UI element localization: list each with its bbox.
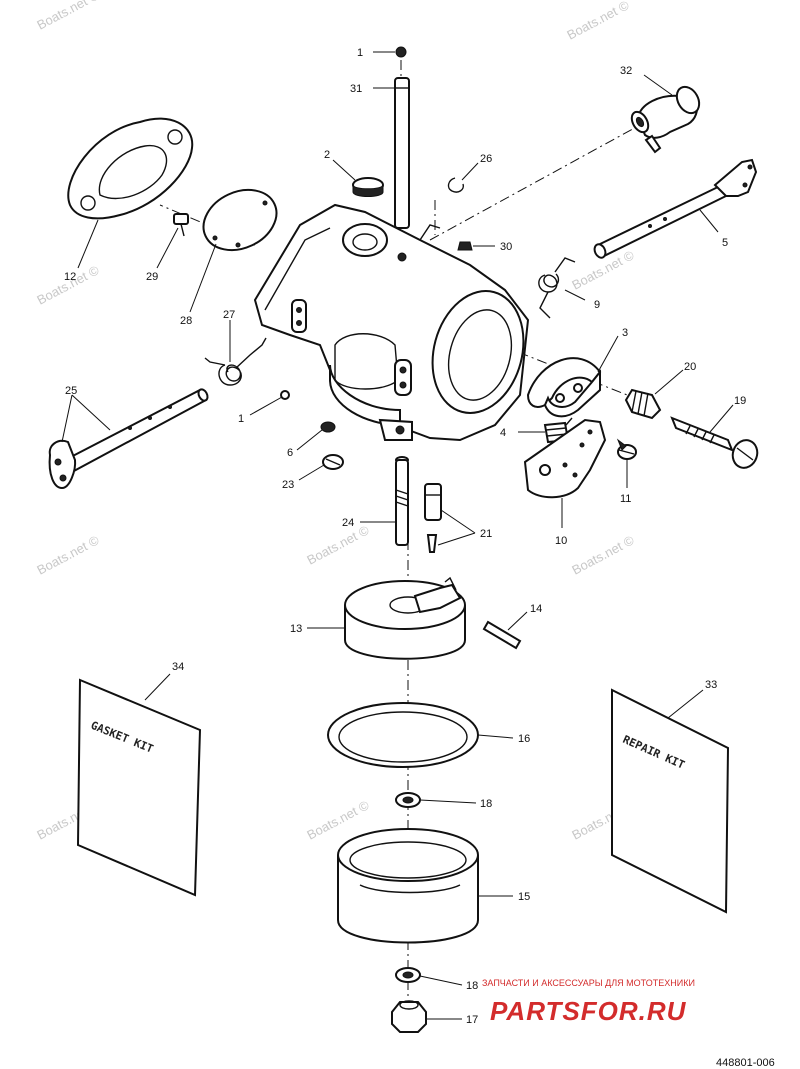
callout-21: 21 (480, 528, 492, 540)
callout-32: 32 (620, 65, 632, 77)
needle-valve-part-21 (424, 483, 442, 553)
watermark: Boats.net © (34, 262, 102, 307)
callout-29: 29 (146, 271, 158, 283)
partsfor-branding: ЗАПЧАСТИ И АКСЕССУАРЫ ДЛЯ МОТОТЕХНИКИ PA… (482, 978, 695, 1026)
callout-14: 14 (530, 603, 542, 615)
carburetor-body (253, 203, 530, 442)
float-bowl-part-15 (337, 828, 479, 944)
callout-18-upper: 18 (480, 798, 492, 810)
watermark: Boats.net © (569, 532, 637, 577)
mixture-screw-part-19 (670, 416, 759, 469)
jet-tube-part-24 (395, 456, 409, 546)
brand-name: PARTSFOR.RU (490, 996, 687, 1026)
callout-17: 17 (466, 1014, 478, 1026)
spring-part-9 (538, 257, 576, 319)
callout-19: 19 (734, 395, 746, 407)
callout-9: 9 (594, 299, 600, 311)
callout-labels: 1 31 32 2 26 12 29 30 5 9 28 27 3 20 25 … (64, 47, 746, 1026)
shutter-plate-part-3 (526, 357, 602, 418)
rod-part-31 (394, 77, 410, 229)
callout-20: 20 (684, 361, 696, 373)
leader-lines (61, 51, 734, 1020)
screw-part-23 (322, 454, 344, 470)
callout-25: 25 (65, 385, 77, 397)
clip-part-26 (447, 177, 465, 193)
callout-24: 24 (342, 517, 354, 529)
callout-16: 16 (518, 733, 530, 745)
elbow-fitting-part-32 (630, 85, 701, 154)
callout-10: 10 (555, 535, 567, 547)
callout-31: 31 (350, 83, 362, 95)
lever-plate-part-10 (523, 418, 607, 499)
callout-27: 27 (223, 309, 235, 321)
callout-28: 28 (180, 315, 192, 327)
watermark: Boats.net © (34, 0, 102, 33)
callout-30: 30 (500, 241, 512, 253)
callout-3: 3 (622, 327, 628, 339)
callout-2: 2 (324, 149, 330, 161)
callout-11: 11 (620, 493, 631, 505)
callout-4: 4 (500, 427, 506, 439)
figure-number: 448801-006 (716, 1057, 775, 1069)
bowl-gasket-part-16 (327, 702, 479, 768)
washer-part-18-upper (395, 792, 421, 808)
callout-34: 34 (172, 661, 184, 673)
washer-part-18-lower (395, 967, 421, 983)
spring-part-20 (624, 388, 662, 420)
callout-18-lower: 18 (466, 980, 478, 992)
diaphragm-part-28 (202, 188, 278, 252)
brand-tagline: ЗАПЧАСТИ И АКСЕССУАРЫ ДЛЯ МОТОТЕХНИКИ (482, 978, 695, 988)
screw-part-29 (173, 213, 189, 237)
watermark: Boats.net © (304, 522, 372, 567)
cap-part-1-top (395, 46, 407, 58)
screw-part-11 (616, 438, 637, 460)
callout-5: 5 (722, 237, 728, 249)
watermark: Boats.net © (34, 532, 102, 577)
repair-kit-part-33: REPAIR KIT (611, 688, 730, 914)
watermark: Boats.net © (564, 0, 632, 43)
cap-part-1-lower (280, 390, 290, 400)
spring-part-27 (204, 337, 267, 386)
screw-part-30 (457, 241, 473, 251)
nut-part-17 (391, 1000, 427, 1033)
callout-26: 26 (480, 153, 492, 165)
flange-gasket-part-12 (67, 117, 194, 220)
pin-part-14 (482, 620, 522, 650)
throttle-shaft-part-5 (593, 158, 758, 259)
callout-15: 15 (518, 891, 530, 903)
screw-part-6 (320, 421, 336, 433)
callout-1-lower: 1 (238, 413, 244, 425)
callout-33: 33 (705, 679, 717, 691)
plug-part-2 (352, 177, 384, 197)
callout-1-top: 1 (357, 47, 363, 59)
float-part-13 (344, 576, 466, 660)
callout-6: 6 (287, 447, 293, 459)
choke-shaft-part-25 (48, 388, 209, 490)
gasket-kit-part-34: GASKET KIT (76, 678, 202, 897)
callout-13: 13 (290, 623, 302, 635)
callout-12: 12 (64, 271, 76, 283)
callout-23: 23 (282, 479, 294, 491)
